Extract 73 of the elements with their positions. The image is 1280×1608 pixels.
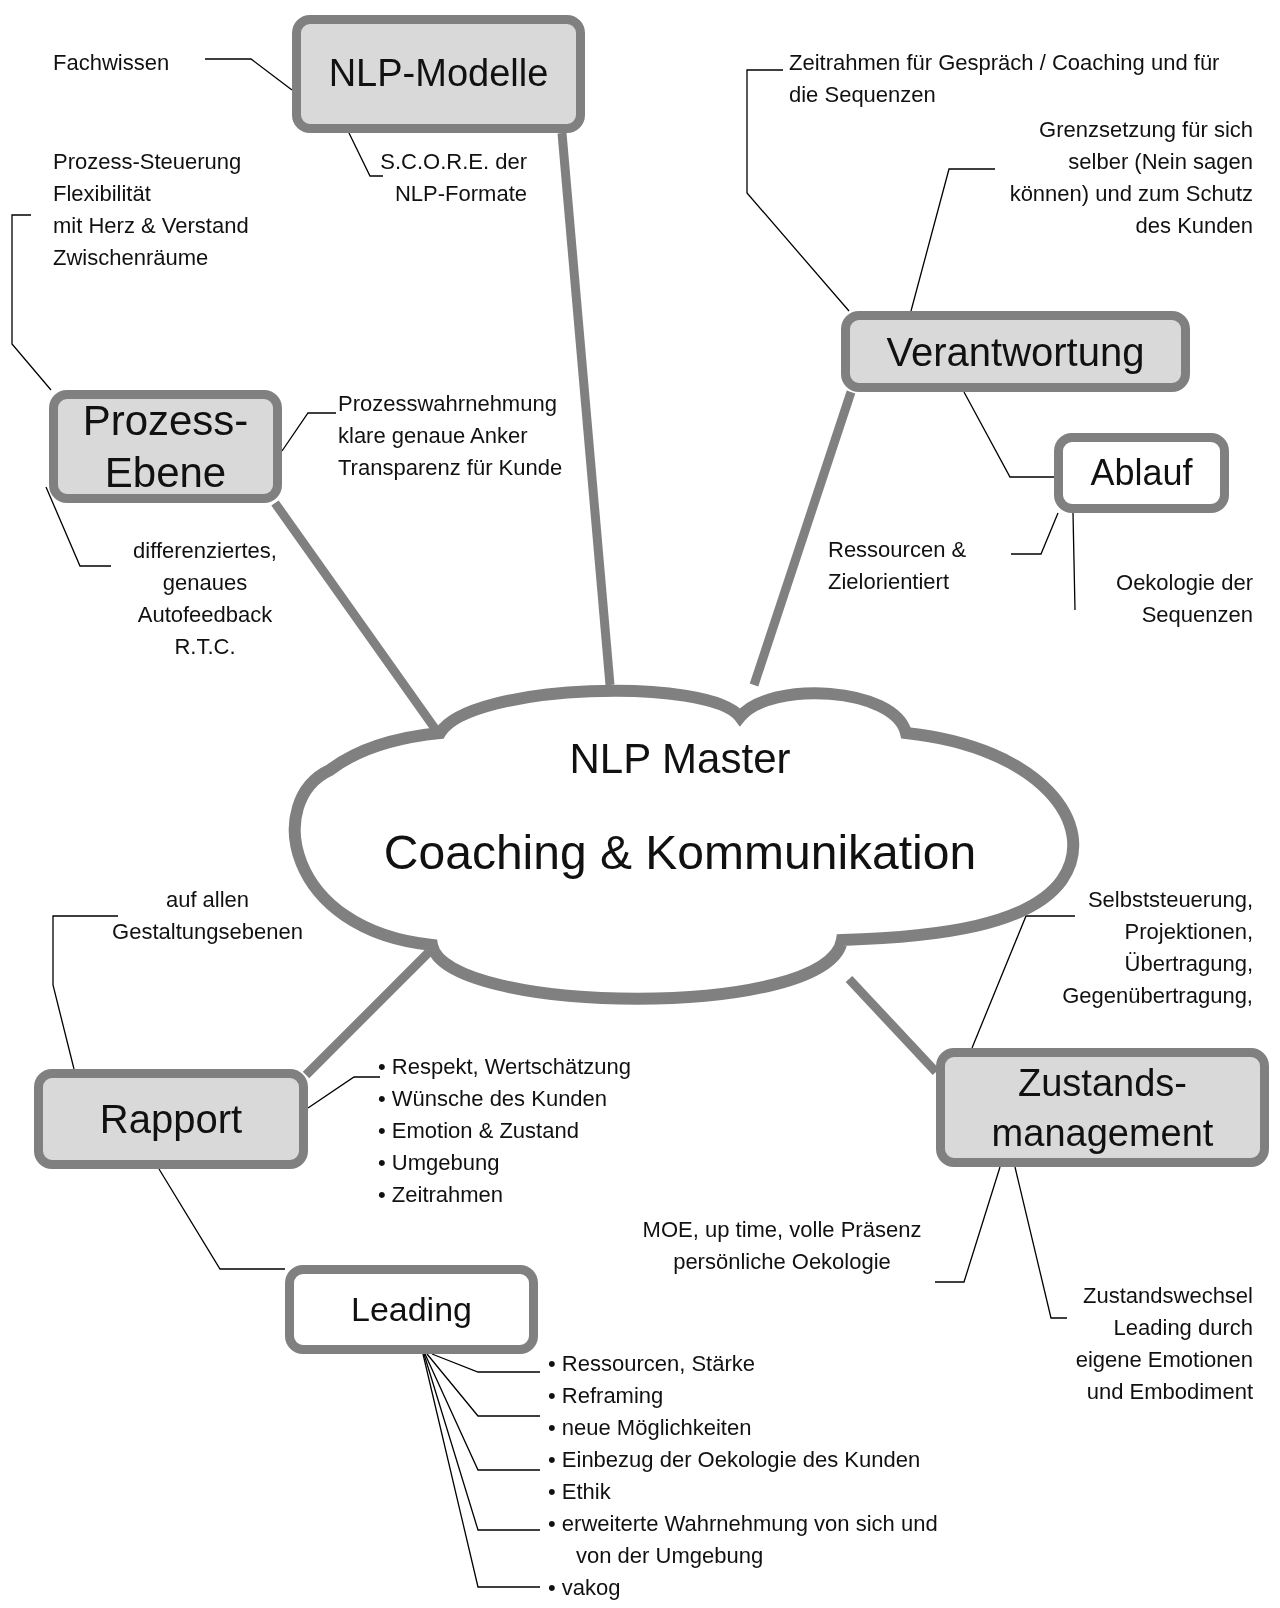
leader-line [746,69,850,312]
leader-line [422,1353,541,1588]
note-text: S.C.O.R.E. der NLP-Formate [379,148,527,208]
list-item: • Ressourcen, Stärke [548,1350,756,1378]
list-item: • erweiterte Wahrnehmung von sich und von der Umgebung [548,1510,939,1570]
topic-label: Rapport [99,1096,243,1143]
note-text: Fachwissen [53,49,170,77]
leader-line [11,214,52,391]
note-text: auf allen Gestaltungsebenen [111,886,304,946]
note-text: Projektionen, [1123,918,1253,946]
note-text: Zustandswechsel Leading durch eigene Emotionen und Embodiment [1074,1282,1253,1406]
leader-line [52,915,119,1070]
leader-line [971,915,1076,1049]
list-item: • Ethik [548,1478,612,1506]
leader-line [1010,512,1059,555]
list-item: • Wünsche des Kunden [378,1085,609,1113]
topic-box [285,1265,538,1354]
note-text: Flexibilität [53,180,152,208]
note-text: mit Herz & Verstand [53,212,249,240]
leader-line [423,1353,541,1531]
note-text: differenziertes, genaues Autofeedback R.T.C. [132,537,278,661]
branch-line [302,948,433,1079]
list-item: • Umgebung [378,1149,501,1177]
note-text: Übertragung, [1123,950,1253,978]
topic-box [49,390,282,503]
leader-line [307,1076,381,1109]
leader-line [426,1353,541,1417]
note-text: Transparenz für Kunde [338,454,563,482]
center-subtitle: Coaching & Kommunikation [382,825,978,880]
note-text: Grenzsetzung für sich selber (Nein sagen können) und zum Schutz des Kunden [1008,116,1253,240]
leader-line [963,391,1055,478]
note-text: MOE, up time, volle Präsenz persönliche Oekologie [641,1216,923,1276]
center-title: NLP Master [568,735,792,783]
list-item: • Einbezug der Oekologie des Kunden [548,1446,922,1474]
leader-line [158,1168,286,1270]
topic-box [841,311,1190,392]
list-item: • Reframing [548,1382,665,1410]
list-item: • neue Möglichkeiten [548,1414,753,1442]
list-item: • Emotion & Zustand [378,1117,580,1145]
leader-line [281,412,337,452]
note-text: Gegenübertragung, [1061,982,1253,1010]
topic-label: Prozess- Ebene [81,395,250,498]
leader-line [204,58,293,91]
note-text: Zeitrahmen für Gespräch / Coaching und für die Sequenzen [789,49,1221,109]
leader-line [45,486,112,567]
note-text: Prozess-Steuerung [53,148,243,176]
note-text: Prozesswahrnehmung [338,390,558,418]
topic-label: NLP-Modelle [328,51,549,97]
leader-line [910,168,996,312]
list-item: • Zeitrahmen [378,1181,505,1209]
topic-label: Ablauf [1090,451,1193,495]
topic-label: Verantwortung [886,328,1145,376]
leader-line [424,1353,541,1471]
list-item: • Respekt, Wertschätzung [378,1053,633,1081]
note-text: Zwischenräume [53,244,210,272]
leader-line [934,1166,1001,1283]
topic-box [34,1069,308,1169]
note-text: Oekologie der Sequenzen [1115,569,1253,629]
branch-line [557,132,615,686]
topic-label: Zustands- management [990,1060,1215,1156]
branch-line [749,390,856,687]
topic-box [292,15,585,133]
leader-line [1014,1166,1068,1319]
leader-line [431,1353,541,1373]
leader-line [348,132,384,177]
topic-label: Leading [351,1289,472,1330]
leader-line [1072,512,1076,611]
topic-box [936,1048,1269,1167]
note-text: Selbststeuerung, [1086,886,1253,914]
topic-box [1054,433,1229,513]
note-text: klare genaue Anker [338,422,529,450]
note-text: Ressourcen & Zielorientiert [828,536,968,596]
list-item: • vakog [548,1574,622,1602]
